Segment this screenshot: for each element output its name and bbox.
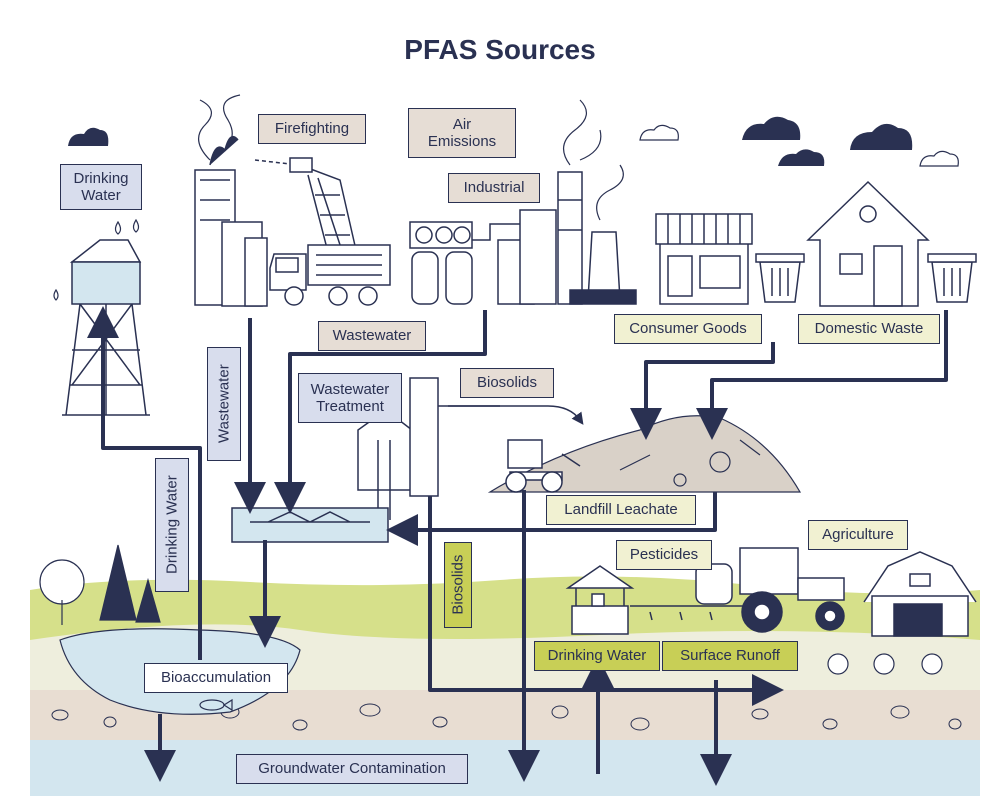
arrow-leachate-to-treatment xyxy=(386,492,717,546)
industrial-plant-icon xyxy=(409,171,637,305)
label-biosolids: Biosolids xyxy=(460,368,554,398)
arrow-industrial-to-treatment xyxy=(274,310,487,514)
label-drinking-water-vertical: Drinking Water xyxy=(155,458,189,592)
label-air-emissions: Air Emissions xyxy=(408,108,516,158)
treatment-plant-icon xyxy=(231,377,500,543)
label-drinking-water-ground: Drinking Water xyxy=(534,641,660,671)
label-domestic-waste: Domestic Waste xyxy=(798,314,940,344)
barn-icon xyxy=(863,551,977,637)
label-bioaccumulation: Bioaccumulation xyxy=(144,663,288,693)
soil-stones xyxy=(51,703,962,731)
label-wastewater: Wastewater xyxy=(318,321,426,351)
factory-fire-icon xyxy=(194,135,268,307)
label-surface-runoff: Surface Runoff xyxy=(662,641,798,671)
label-firefighting: Firefighting xyxy=(258,114,366,144)
label-biosolids-vertical-text: Biosolids xyxy=(449,554,467,616)
label-drinking-water-tower: Drinking Water xyxy=(60,164,142,210)
label-biosolids-vertical: Biosolids xyxy=(444,542,472,628)
label-drinking-water-vertical-text: Drinking Water xyxy=(163,475,181,575)
rocky-soil-layer xyxy=(30,690,980,740)
label-pesticides: Pesticides xyxy=(616,540,712,570)
trash-can-icon xyxy=(755,253,977,303)
arrow-domestic-to-landfill xyxy=(696,310,948,440)
arrow-pond-to-tower xyxy=(87,306,202,660)
arrow-consumer-to-landfill xyxy=(630,342,775,440)
diagram-title: PFAS Sources xyxy=(404,34,596,65)
house-icon xyxy=(806,180,930,307)
label-wastewater-vertical: Wastewater xyxy=(207,347,241,461)
tree-icon xyxy=(39,544,161,625)
crop-icon xyxy=(827,653,943,675)
water-drop-icon xyxy=(53,218,140,301)
fire-truck-icon xyxy=(254,157,391,306)
fish-icon xyxy=(199,698,233,712)
label-wastewater-vertical-text: Wastewater xyxy=(215,364,233,444)
bulldozer-icon xyxy=(505,439,581,493)
label-industrial: Industrial xyxy=(448,173,540,203)
water-tower-icon xyxy=(62,239,150,416)
cloud-outline-icon xyxy=(639,124,959,167)
label-wastewater-treatment: Wastewater Treatment xyxy=(298,373,402,423)
label-landfill-leachate: Landfill Leachate xyxy=(546,495,696,525)
biosolids-arrow xyxy=(448,405,584,425)
groundwater-layer xyxy=(30,740,980,796)
arrow-biosolids-to-field xyxy=(428,496,784,706)
label-consumer-goods: Consumer Goods xyxy=(614,314,762,344)
flow-arrows xyxy=(87,306,948,786)
label-groundwater-contamination: Groundwater Contamination xyxy=(236,754,468,784)
tractor-icon xyxy=(630,547,845,633)
well-icon xyxy=(565,565,635,635)
label-agriculture: Agriculture xyxy=(808,520,908,550)
shop-icon xyxy=(655,213,753,305)
